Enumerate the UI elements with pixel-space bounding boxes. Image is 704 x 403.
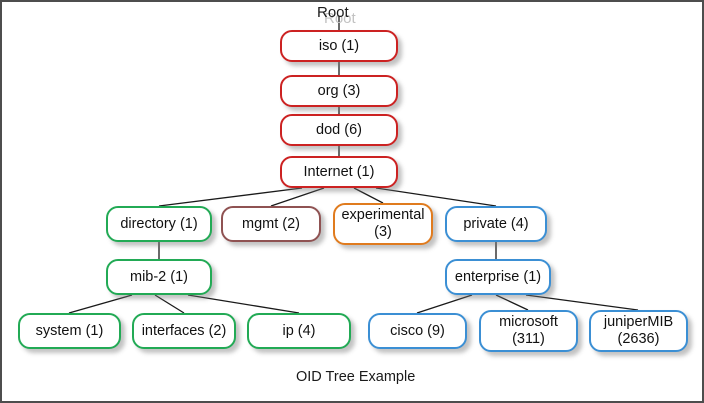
node-private[interactable]: private (4) (445, 206, 547, 242)
node-directory[interactable]: directory (1) (106, 206, 212, 242)
root-label: Root (317, 4, 349, 21)
node-label: mib-2 (1) (129, 268, 188, 285)
node-label: enterprise (1) (454, 268, 542, 285)
node-label-line2: (311) (512, 331, 545, 347)
diagram-caption: OID Tree Example (296, 369, 416, 385)
edge-internet-to-directory (158, 187, 303, 207)
node-experimental[interactable]: experimental(3) (333, 203, 433, 245)
node-ip[interactable]: ip (4) (247, 313, 351, 349)
node-internet[interactable]: Internet (1) (280, 156, 398, 188)
node-org[interactable]: org (3) (280, 75, 398, 107)
edge-internet-to-mgmt (270, 187, 325, 207)
node-microsoft[interactable]: microsoft(311) (479, 310, 578, 352)
node-label: system (1) (35, 322, 104, 339)
node-label: cisco (9) (390, 322, 445, 339)
node-label-line1: experimental (341, 207, 425, 224)
node-system[interactable]: system (1) (18, 313, 121, 349)
edge-enterprise-to-cisco (416, 294, 473, 314)
node-enterprise[interactable]: enterprise (1) (445, 259, 551, 295)
node-label-line1: juniperMIB (603, 314, 674, 331)
root-label-shadow: Root (324, 10, 356, 27)
node-label-line2: (3) (374, 224, 392, 240)
edge-enterprise-to-microsoft (495, 294, 529, 311)
node-label: private (4) (463, 215, 529, 232)
edge-mib2-to-system (68, 294, 133, 314)
edge-mib2-to-ip (187, 294, 300, 314)
node-label: dod (6) (316, 121, 362, 138)
node-label: interfaces (2) (141, 322, 227, 339)
edge-internet-to-experimental (353, 187, 384, 204)
node-mib2[interactable]: mib-2 (1) (106, 259, 212, 295)
edge-enterprise-to-juniper (525, 294, 639, 311)
node-label: directory (1) (120, 215, 198, 232)
node-label-line2: (2636) (617, 331, 660, 347)
node-label: Internet (1) (303, 163, 375, 180)
node-juniper[interactable]: juniperMIB(2636) (589, 310, 688, 352)
node-cisco[interactable]: cisco (9) (368, 313, 467, 349)
node-label: ip (4) (282, 322, 316, 339)
node-interfaces[interactable]: interfaces (2) (132, 313, 236, 349)
node-label: org (3) (317, 82, 361, 99)
node-label-line1: microsoft (499, 314, 558, 331)
node-label: mgmt (2) (242, 215, 300, 232)
edge-mib2-to-interfaces (154, 294, 185, 314)
node-mgmt[interactable]: mgmt (2) (221, 206, 321, 242)
node-dod[interactable]: dod (6) (280, 114, 398, 146)
node-label: iso (1) (318, 37, 360, 54)
node-iso[interactable]: iso (1) (280, 30, 398, 62)
